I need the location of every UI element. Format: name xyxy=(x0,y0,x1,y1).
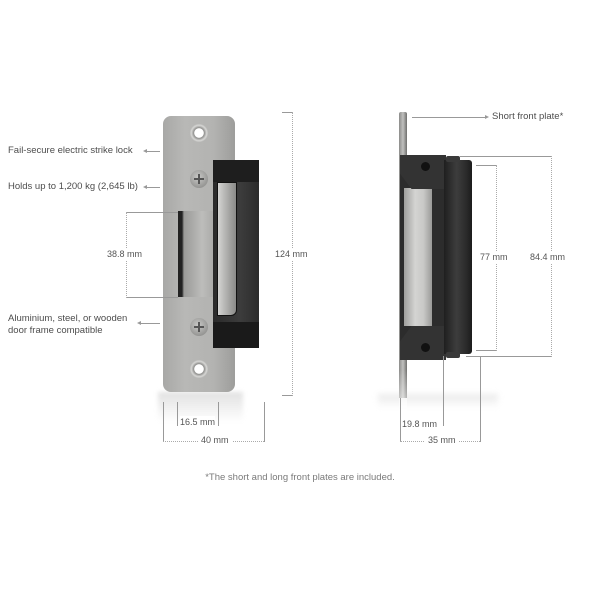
callout-arrow xyxy=(412,115,489,119)
callout-frame-compat-line2: door frame compatible xyxy=(8,325,103,336)
dim-tick xyxy=(282,395,292,396)
plate-fade xyxy=(399,370,407,430)
mounting-hole-icon xyxy=(190,124,208,142)
dim-tick xyxy=(466,356,552,357)
dim-plate-width: 40 mm xyxy=(198,434,232,446)
footnote: *The short and long front plates are inc… xyxy=(205,472,395,483)
strike-side-housing xyxy=(444,160,472,354)
callout-holding-force: Holds up to 1,200 kg (2,645 lb) xyxy=(8,181,138,192)
dim-tick xyxy=(476,350,496,351)
dim-tick xyxy=(218,402,219,426)
dim-tick xyxy=(177,402,178,426)
dim-tick xyxy=(480,356,481,442)
callout-arrow xyxy=(137,321,160,325)
housing-cap xyxy=(446,352,460,358)
device-reflection xyxy=(378,394,498,408)
body-top-bracket xyxy=(400,155,446,189)
callout-short-front-plate: Short front plate* xyxy=(492,111,564,122)
dim-tick xyxy=(443,356,444,426)
dim-opening-height: 38.8 mm xyxy=(107,248,143,260)
screw-icon xyxy=(190,170,208,188)
strike-cylinder xyxy=(404,188,432,326)
strike-slot xyxy=(178,211,218,297)
dim-tick xyxy=(126,212,178,213)
keeper-top-cap xyxy=(213,160,259,182)
dim-tick xyxy=(126,297,178,298)
rivet-icon xyxy=(421,343,430,352)
keeper-bottom-cap xyxy=(213,322,259,348)
screw-icon xyxy=(190,318,208,336)
dim-depth-total: 35 mm xyxy=(425,434,459,446)
callout-arrow xyxy=(143,185,160,189)
rivet-icon xyxy=(421,162,430,171)
dim-tick xyxy=(460,156,552,157)
dim-tick xyxy=(264,402,265,442)
dim-inner-width: 16.5 mm xyxy=(180,416,216,428)
dim-tick xyxy=(400,398,401,442)
dim-tick xyxy=(476,165,496,166)
dim-depth-inner: 19.8 mm xyxy=(402,418,438,430)
callout-frame-compat-line1: Aluminium, steel, or wooden xyxy=(8,313,128,324)
dim-tick xyxy=(163,402,164,442)
strike-bolt xyxy=(217,182,237,316)
dim-total-height: 124 mm xyxy=(275,248,308,260)
housing-cap xyxy=(446,156,460,162)
dim-overall-height: 84.4 mm xyxy=(530,251,566,263)
callout-arrow xyxy=(143,149,160,153)
dim-tick xyxy=(282,112,292,113)
callout-fail-secure: Fail-secure electric strike lock xyxy=(8,145,133,156)
mounting-hole-icon xyxy=(190,360,208,378)
dim-body-height: 77 mm xyxy=(480,251,508,263)
